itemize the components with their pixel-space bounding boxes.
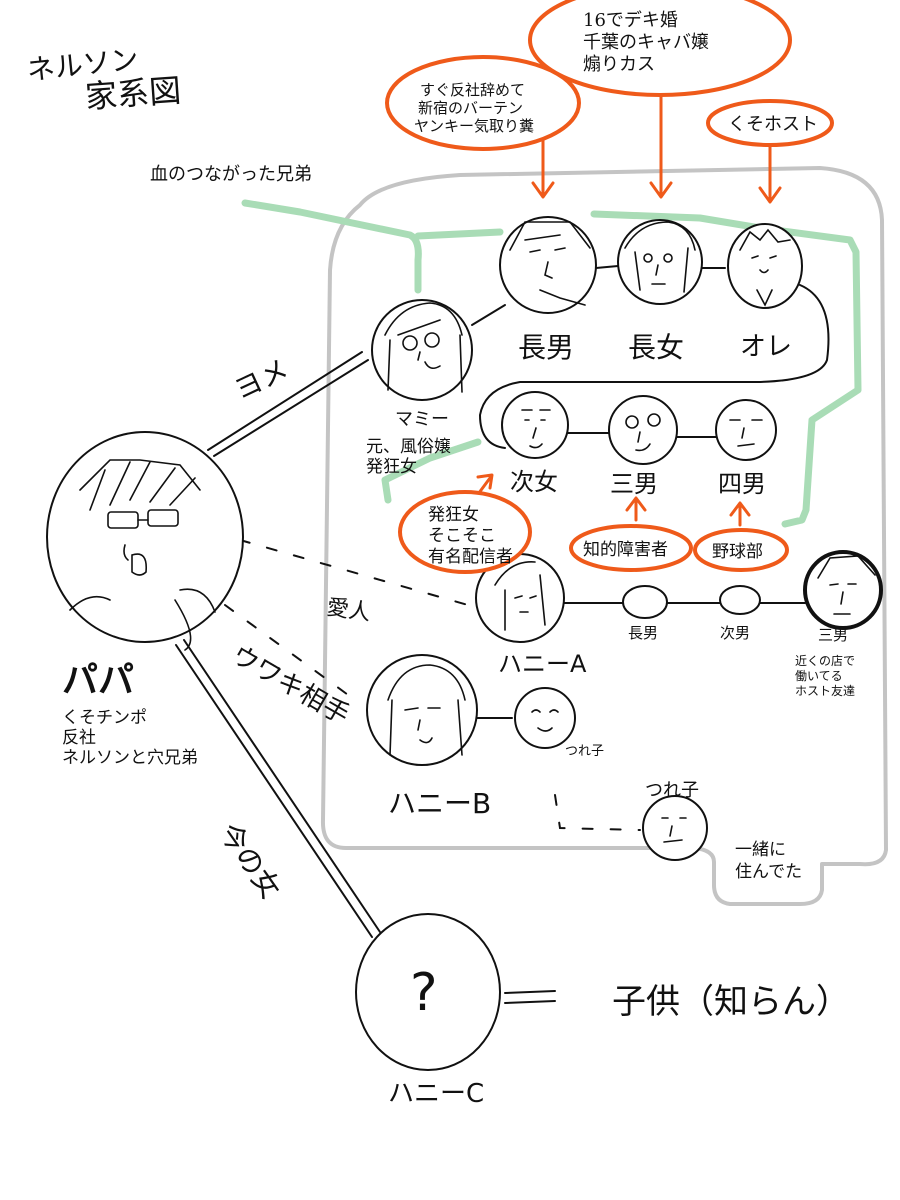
chojo-node: 長女 — [617, 219, 703, 364]
a-child3-node: 三男 近くの店で 働いてる ホスト友達 — [795, 550, 883, 698]
bubble-top-left-line1: すぐ反社辞めて — [420, 81, 525, 99]
papa-desc-3: ネルソンと穴兄弟 — [62, 748, 198, 768]
ore-node: オレ — [727, 223, 803, 362]
face-icon — [608, 395, 678, 465]
yakyu-bubble-group: 野球部 — [693, 501, 789, 572]
line-papa-honey-c — [175, 639, 381, 938]
papa-name: パパ — [62, 660, 134, 701]
a-child1-label: 長男 — [628, 624, 658, 642]
face-icon — [715, 399, 777, 461]
line-honey-b-tsureko2 — [554, 794, 641, 831]
tsureko2-node: つれ子 — [642, 780, 708, 861]
line-mami-chonan — [471, 304, 506, 326]
bubble-chiteki — [569, 524, 693, 572]
mami-node: マミー 元、風俗嬢 発狂女 — [366, 299, 473, 477]
edge-label-uwaki: ウワキ相手 — [227, 640, 355, 731]
bubble-hasei-line3: 有名配信者 — [428, 547, 513, 567]
bubble-top-left-line2: 新宿のバーテン — [418, 99, 523, 117]
papa-node: パパ くそチンポ 反社 ネルソンと穴兄弟 — [46, 431, 244, 768]
edge-label-ima: 今の女 — [212, 817, 287, 905]
mami-desc-2: 発狂女 — [366, 457, 417, 477]
arrow-icon — [531, 94, 782, 204]
face-icon — [355, 913, 501, 1071]
sannan-node: 三男 — [608, 395, 678, 498]
face-icon — [371, 299, 473, 401]
b-tsureko-node: つれ子 — [514, 687, 604, 759]
a-child3-desc-2: 働いてる — [795, 669, 843, 683]
papa-desc-2: 反社 — [62, 728, 96, 748]
line-papa-yome — [207, 351, 369, 457]
chonan-label: 長男 — [518, 331, 574, 364]
line-papa-honey-a — [239, 539, 476, 608]
lived-together-1: 一緒に — [735, 840, 786, 860]
lived-together-2: 住んでた — [735, 862, 802, 882]
sannan-label: 三男 — [610, 470, 658, 498]
face-icon — [803, 550, 883, 630]
mami-desc-1: 元、風俗嬢 — [366, 437, 451, 457]
bubble-hasei-line1: 発狂女 — [428, 505, 479, 525]
line-ore-loop — [478, 284, 830, 449]
blood-relation-line — [241, 199, 862, 528]
title-line-2: 家系図 — [84, 71, 182, 116]
yonnan-node: 四男 — [715, 399, 777, 498]
honey-a-node: ハニーA — [475, 553, 587, 678]
bubble-top-left-line3: ヤンキー気取り糞 — [414, 117, 534, 135]
face-icon — [719, 585, 761, 615]
bubble-hasei-line2: そこそこ — [428, 526, 496, 546]
blood-relation-line-2 — [381, 438, 482, 504]
mami-name: マミー — [395, 409, 449, 430]
bubble-top-right-text: くそホスト — [728, 114, 818, 135]
equals-sign — [504, 990, 556, 1004]
chojo-label: 長女 — [628, 331, 684, 364]
yonnan-label: 四男 — [718, 470, 766, 498]
blood-label: 血のつながった兄弟 — [150, 164, 312, 185]
honey-c-label: ハニーC — [388, 1079, 484, 1109]
chiteki-bubble-group: 知的障害者 — [569, 496, 693, 572]
jijo-node: 次女 — [501, 391, 569, 496]
b-tsureko-label: つれ子 — [565, 744, 604, 759]
bubble-top-center-line1: 16でデキ婚 — [583, 10, 678, 31]
a-child3-label: 三男 — [818, 626, 848, 644]
bubble-hasei — [398, 490, 532, 574]
hasei-bubble-group: 発狂女 そこそこ 有名配信者 — [398, 473, 532, 574]
ore-label: オレ — [740, 332, 792, 362]
honey-b-label: ハニーB — [388, 787, 491, 820]
bubble-yakyu-text: 野球部 — [712, 542, 763, 562]
tsureko2-label: つれ子 — [645, 780, 699, 801]
a-child2-label: 次男 — [720, 624, 750, 642]
face-icon — [622, 585, 668, 619]
honey-c-node: ? ハニーC — [355, 913, 501, 1109]
honey-c-mark: ? — [410, 963, 438, 1023]
kodomo-label: 子供（知らん） — [612, 982, 850, 1022]
face-icon — [501, 391, 569, 459]
household-boundary — [320, 166, 888, 906]
bubble-chiteki-text: 知的障害者 — [583, 540, 668, 560]
face-icon — [642, 795, 708, 861]
edge-label-yome: ヨメ — [229, 353, 294, 407]
honey-b-node: ハニーB — [366, 654, 491, 820]
chonan-node: 長男 — [499, 216, 597, 364]
bubble-top-center-line3: 煽りカス — [583, 54, 655, 75]
face-icon — [366, 654, 478, 766]
a-child3-desc-1: 近くの店で — [795, 654, 855, 668]
bubble-top-left — [385, 55, 581, 151]
papa-desc-1: くそチンポ — [62, 708, 147, 728]
face-icon — [514, 687, 576, 749]
edge-label-aijin: 愛人 — [325, 595, 372, 626]
line-chonan-chojo — [595, 265, 619, 269]
jijo-label: 次女 — [510, 468, 558, 496]
a-child3-desc-3: ホスト友達 — [795, 684, 855, 698]
face-icon — [617, 219, 703, 305]
face-icon — [727, 223, 803, 309]
bubble-top-center-line2: 千葉のキャバ嬢 — [583, 32, 709, 53]
honey-a-label: ハニーA — [498, 650, 587, 678]
bubble-yakyu — [693, 528, 789, 572]
